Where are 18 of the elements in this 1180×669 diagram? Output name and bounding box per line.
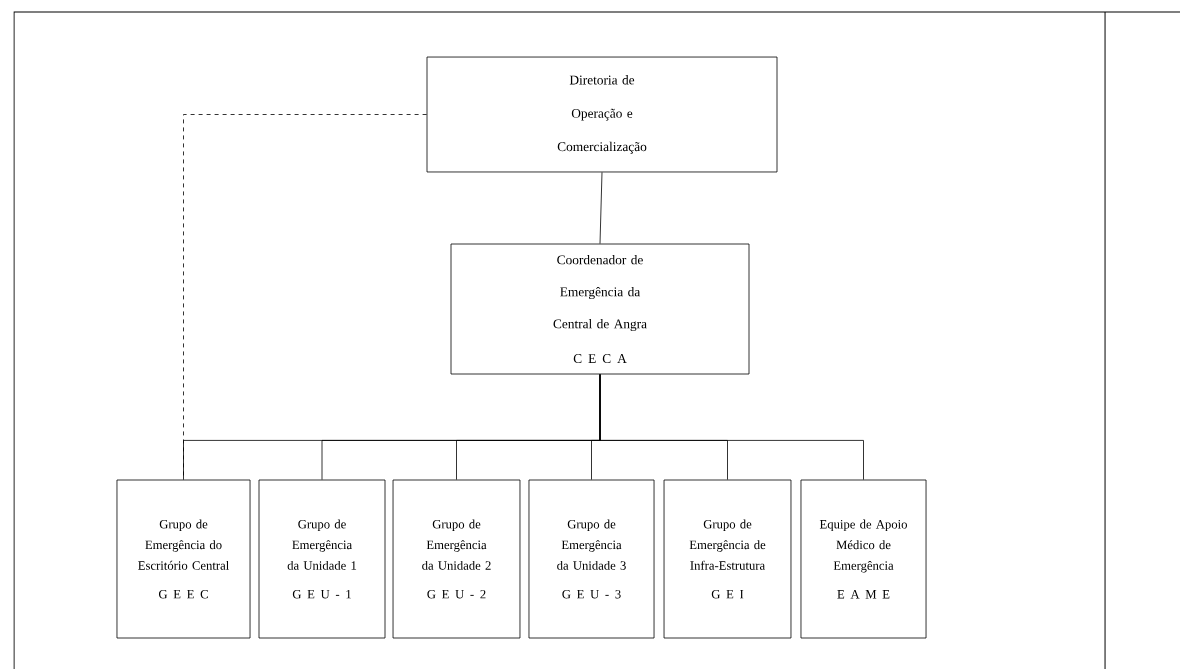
org-box xyxy=(800,479,927,639)
box-text: Grupo de Emergência da Unidade 1 G E U - 1 xyxy=(287,519,357,599)
org-box xyxy=(392,479,521,639)
box-text: Diretoria de Operação e Comercialização xyxy=(557,75,647,154)
connector-line xyxy=(599,171,603,244)
org-box xyxy=(450,243,750,375)
connector-line xyxy=(599,374,864,480)
org-box xyxy=(426,56,778,173)
box-text: Coordenador de Emergência da Central de Angra C E C A xyxy=(553,254,647,364)
org-box xyxy=(528,479,655,639)
box-text: Grupo de Emergência da Unidade 3 G E U - 3 xyxy=(557,519,626,599)
org-box xyxy=(258,479,386,639)
org-box xyxy=(663,479,792,639)
box-text: Equipe de Apoio Médico de Emergência E A M E xyxy=(819,519,907,599)
box-text: Grupo de Emergência do Escritório Central G E E C xyxy=(138,519,229,599)
org-box xyxy=(116,479,251,639)
box-text: Grupo de Emergência de Infra-Estrutura G E I xyxy=(689,519,766,599)
box-text: Grupo de Emergência da Unidade 2 G E U - 2 xyxy=(422,519,491,599)
